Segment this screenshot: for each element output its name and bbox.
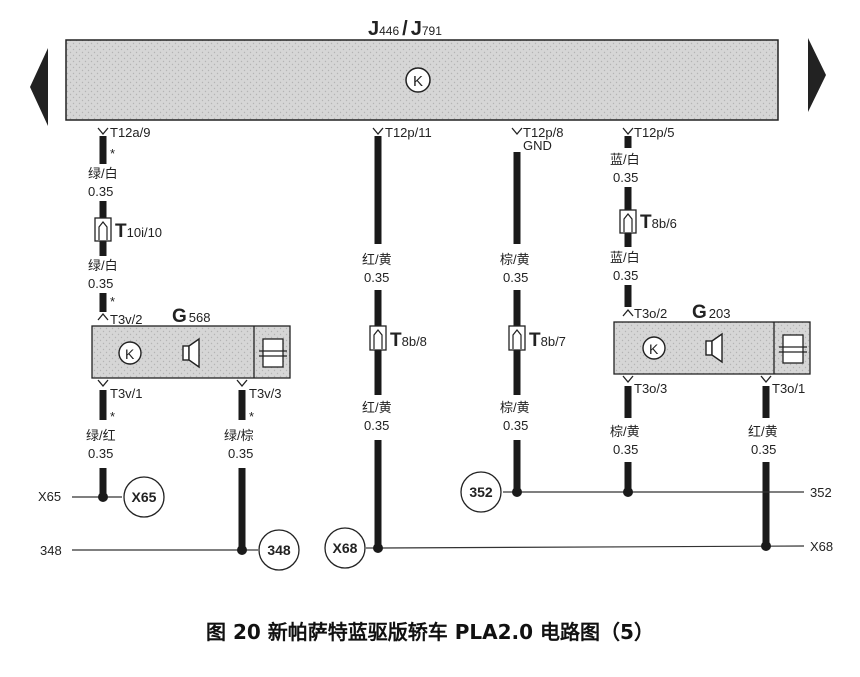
pin-label: T3v/1 xyxy=(110,386,143,401)
bus-line-x68 xyxy=(377,545,805,549)
connector-t8b-8: T8b/8 xyxy=(369,325,427,351)
pin-arrow-icon xyxy=(622,127,634,136)
capacitor-icon xyxy=(259,338,287,368)
pin-label: T3o/1 xyxy=(772,381,805,396)
pin-arrow-icon xyxy=(760,375,772,384)
pin-label: T3v/2 xyxy=(110,312,143,327)
connector-t10i-10: T10i/10 xyxy=(94,217,162,242)
star-mark: * xyxy=(110,409,115,424)
wire-size-label: 0.35 xyxy=(364,418,389,433)
pin-arrow-icon xyxy=(97,312,109,321)
pin-arrow-icon xyxy=(372,127,384,136)
wire-size-label: 0.35 xyxy=(503,270,528,285)
wire-size-label: 0.35 xyxy=(88,276,113,291)
connector-t8b-7: T8b/7 xyxy=(508,325,566,351)
pin-label: T12p/5 xyxy=(634,125,674,140)
wire-color-label: 绿/棕 xyxy=(224,428,254,443)
pin-label: T3v/3 xyxy=(249,386,282,401)
control-unit-title: J446/J791 xyxy=(368,18,442,40)
wire-color-label: 棕/黄 xyxy=(500,400,530,415)
wire-size-label: 0.35 xyxy=(88,184,113,199)
junction-dot xyxy=(373,543,383,553)
pin-arrow-icon xyxy=(97,127,109,136)
ref-circle-x65: X65 xyxy=(123,476,165,518)
star-mark: * xyxy=(110,146,115,161)
pin-arrow-icon xyxy=(97,379,109,388)
wire-color-label: 红/黄 xyxy=(362,252,392,267)
star-mark: * xyxy=(110,294,115,309)
wire-color-label: 绿/红 xyxy=(86,428,116,443)
speaker-icon xyxy=(705,332,723,364)
junction-dot xyxy=(623,487,633,497)
svg-text:348: 348 xyxy=(267,542,291,558)
svg-text:T8b/6: T8b/6 xyxy=(640,212,677,233)
speaker-icon xyxy=(182,337,200,369)
connector-t8b-6: T8b/6 xyxy=(619,209,677,234)
svg-text:K: K xyxy=(413,73,423,90)
wire-size-label: 0.35 xyxy=(228,446,253,461)
ref-circle-x68: X68 xyxy=(324,527,366,569)
pin-arrow-icon xyxy=(511,127,523,136)
wire-size-label: 0.35 xyxy=(613,268,638,283)
pin-label: T12p/8 xyxy=(523,125,563,140)
wire-size-label: 0.35 xyxy=(613,170,638,185)
pin-label: T3o/3 xyxy=(634,381,667,396)
wire-size-label: 0.35 xyxy=(613,442,638,457)
wire-color-label: 红/黄 xyxy=(748,424,778,439)
wire-color-label: 红/黄 xyxy=(362,400,392,415)
line-label-348: 348 xyxy=(40,543,62,558)
svg-text:X68: X68 xyxy=(333,540,358,556)
svg-text:K: K xyxy=(649,341,659,357)
junction-dot xyxy=(237,545,247,555)
line-label-352: 352 xyxy=(810,485,832,500)
wire-color-label: 蓝/白 xyxy=(610,152,640,167)
line-label-x68: X68 xyxy=(810,539,833,554)
star-mark: * xyxy=(249,409,254,424)
pin-arrow-icon xyxy=(622,308,634,317)
ref-circle-348: 348 xyxy=(258,529,300,571)
ground-label-x65: X65 xyxy=(38,489,61,504)
k-diag-icon: K xyxy=(405,67,431,93)
junction-dot xyxy=(98,492,108,502)
svg-text:X65: X65 xyxy=(132,489,157,505)
wire-size-label: 0.35 xyxy=(751,442,776,457)
k-diag-icon: K xyxy=(642,336,666,360)
pin-label: T3o/2 xyxy=(634,306,667,321)
svg-text:352: 352 xyxy=(469,484,493,500)
wire-color-label: 棕/黄 xyxy=(610,424,640,439)
k-diag-icon: K xyxy=(118,341,142,365)
pin-arrow-icon xyxy=(236,379,248,388)
junction-dot xyxy=(761,541,771,551)
continuation-arrow-right-icon xyxy=(808,38,826,112)
wire-size-label: 0.35 xyxy=(503,418,528,433)
wire-color-label: 绿/白 xyxy=(88,258,118,273)
pin-note-gnd: GND xyxy=(523,138,552,153)
junction-dot xyxy=(512,487,522,497)
pin-arrow-icon xyxy=(622,375,634,384)
wire-size-label: 0.35 xyxy=(364,270,389,285)
figure-caption: 图 20 新帕萨特蓝驱版轿车 PLA2.0 电路图（5） xyxy=(206,620,654,644)
svg-text:T8b/8: T8b/8 xyxy=(390,330,427,351)
ref-circle-352: 352 xyxy=(460,471,502,513)
pin-label: T12p/11 xyxy=(385,125,432,140)
wire-color-label: 蓝/白 xyxy=(610,250,640,265)
svg-text:T8b/7: T8b/7 xyxy=(529,330,566,351)
pin-label: T12a/9 xyxy=(110,125,150,140)
wire-color-label: 绿/白 xyxy=(88,166,118,181)
wire-size-label: 0.35 xyxy=(88,446,113,461)
svg-text:K: K xyxy=(125,346,135,362)
svg-text:T10i/10: T10i/10 xyxy=(115,221,162,242)
capacitor-icon xyxy=(779,334,807,364)
wire-color-label: 棕/黄 xyxy=(500,252,530,267)
continuation-arrow-left-icon xyxy=(30,48,48,126)
